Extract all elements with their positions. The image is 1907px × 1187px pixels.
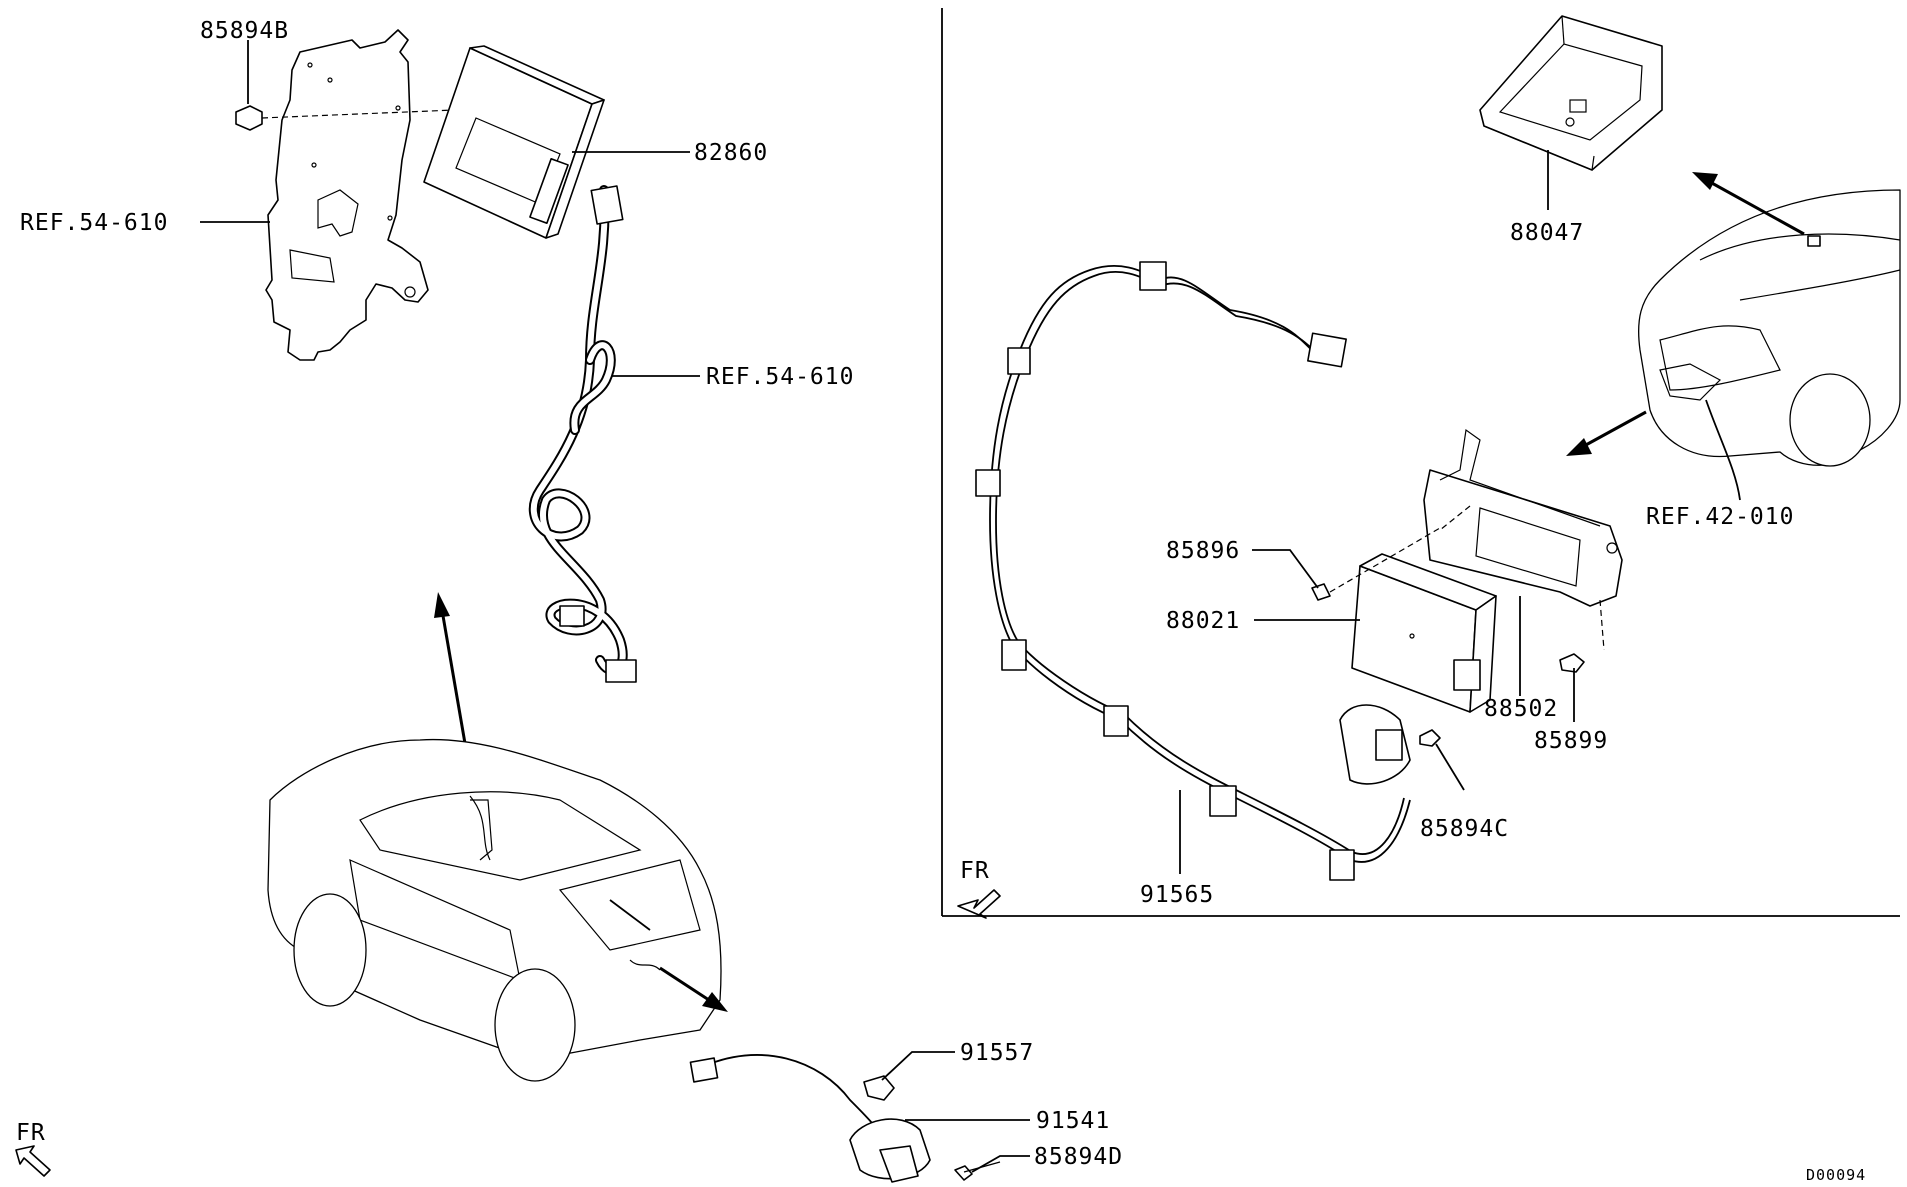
arrow-down-left [1566,410,1647,456]
label-85899: 85899 [1534,728,1608,754]
radar-module-88021 [1311,527,1497,713]
label-85894D: 85894D [1034,1144,1123,1170]
wiring-harness-inset [975,261,1411,881]
control-module-82860 [423,45,605,239]
inset-frame [941,8,1900,917]
leaders-bottom [881,1051,1030,1173]
label-88047: 88047 [1510,220,1584,246]
car-front-view [1637,189,1901,467]
label-88021: 88021 [1166,608,1240,634]
wiring-harness-left [528,185,637,683]
camera-bracket-88047 [1479,15,1663,171]
mounting-bracket [265,29,429,361]
label-ref-54-610-right: REF.54-610 [706,364,854,390]
arrow-down-right [659,966,728,1012]
bolt-85894C [1419,729,1441,747]
leader-ref-42-010 [1705,399,1741,501]
label-ref-42-010: REF.42-010 [1646,504,1794,530]
car-rear-view [267,738,722,1082]
svg-text:FR: FR [16,1120,46,1146]
leaders-top-left [200,40,700,377]
sensor-bracket-88502 [1423,428,1623,651]
label-ref-54-610-left: REF.54-610 [20,210,168,236]
bolt-85899 [1559,653,1585,673]
label-85896: 85896 [1166,538,1240,564]
fr-marker-main: FR [15,1120,51,1177]
label-85894B: 85894B [200,18,289,44]
label-91565: 91565 [1140,882,1214,908]
label-85894C: 85894C [1420,816,1509,842]
leaders-inset [1179,549,1575,874]
label-88502: 88502 [1484,696,1558,722]
rear-camera-assembly [689,1054,1001,1183]
label-82860: 82860 [694,140,768,166]
arrow-up-left [1692,172,1805,236]
label-91541: 91541 [1036,1108,1110,1134]
fr-marker-inset: FR [957,858,1001,919]
label-91557: 91557 [960,1040,1034,1066]
svg-text:FR: FR [960,858,990,884]
diagram-code: D00094 [1806,1166,1866,1184]
